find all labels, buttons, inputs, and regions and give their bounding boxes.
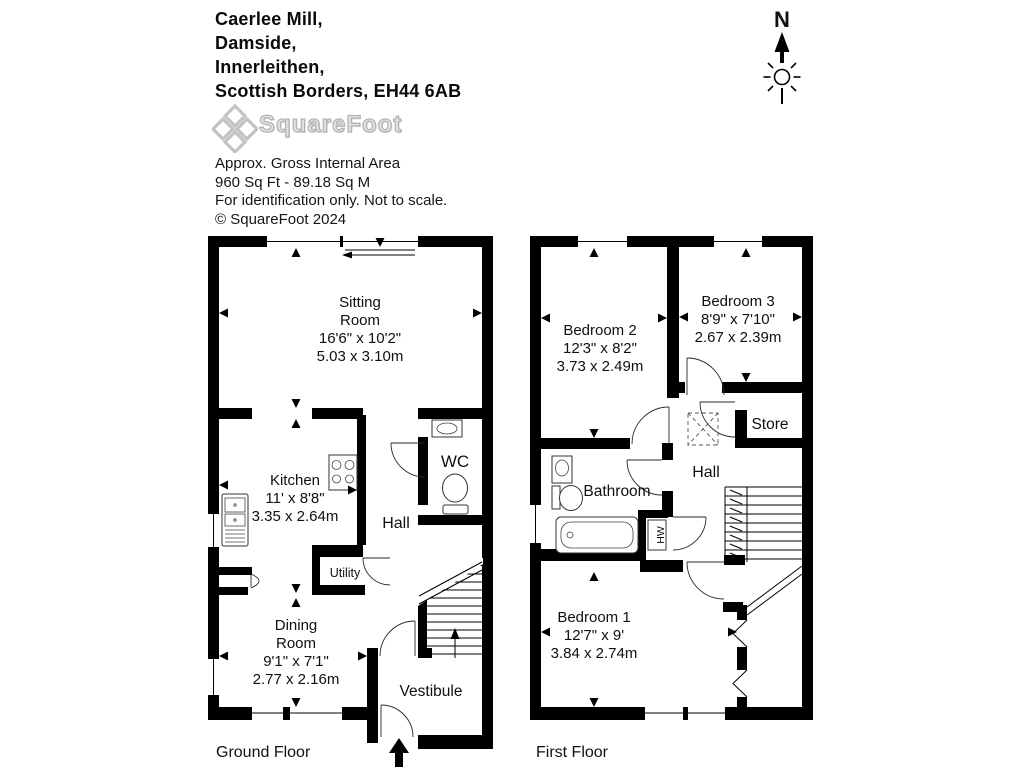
ff-stairs (724, 486, 803, 616)
wc-toilet (442, 473, 469, 515)
dining-vestibule-door (379, 620, 416, 657)
hw-cupboard-door (672, 516, 707, 551)
property-address: Caerlee Mill, Damside, Innerleithen, Sco… (215, 7, 461, 103)
ff-dimension-arrows (541, 248, 802, 707)
sitting-room-dims: 5.03 x 3.10m (317, 348, 404, 365)
hall-label: Hall (692, 464, 720, 481)
bedroom1-door (686, 561, 725, 600)
bathtub (555, 516, 639, 554)
utility-door (362, 557, 391, 586)
ff-windows (530, 236, 762, 720)
sitting-room-label: Sitting (339, 294, 381, 311)
kitchen-dims: 3.35 x 2.64m (252, 508, 339, 525)
wc-door (390, 442, 426, 478)
bedroom2-door (631, 406, 670, 445)
wc-label: WC (441, 452, 469, 471)
bedroom1-dims: 12'7" x 9' (564, 627, 624, 644)
first-floor-plan: Bedroom 2 12'3" x 8'2" 3.73 x 2.49m Bedr… (530, 236, 813, 720)
ground-floor-plan: Sitting Room 16'6" x 10'2" 5.03 x 3.10m … (208, 236, 493, 767)
store-door (699, 401, 736, 438)
vestibule-label: Vestibule (400, 683, 463, 700)
hw-label: HW (655, 526, 667, 544)
ff-room-labels: Bedroom 2 12'3" x 8'2" 3.73 x 2.49m Bedr… (551, 293, 789, 662)
bedroom2-dims: 3.73 x 2.49m (557, 358, 644, 375)
gf-room-labels: Sitting Room 16'6" x 10'2" 5.03 x 3.10m … (252, 294, 470, 700)
gf-patio-slider (342, 249, 415, 259)
info-line: © SquareFoot 2024 (215, 210, 347, 228)
gf-dimension-arrows (219, 238, 482, 707)
bedroom1-label: Bedroom 1 (557, 609, 630, 626)
address-line: Damside, (215, 33, 297, 53)
bedroom3-dims: 2.67 x 2.39m (695, 329, 782, 346)
bathroom-basin (551, 455, 573, 484)
north-arrow-icon: N (763, 7, 801, 104)
sitting-room-label: Room (340, 312, 380, 329)
ground-floor-label: Ground Floor (216, 744, 311, 761)
gf-stairs (418, 558, 483, 658)
sitting-room-dims: 16'6" x 10'2" (319, 330, 401, 347)
kitchen-sink (221, 493, 249, 547)
bedroom3-dims: 8'9" x 7'10" (701, 311, 775, 328)
bedroom2-label: Bedroom 2 (563, 322, 636, 339)
store-label: Store (751, 416, 788, 433)
bedroom1-dims: 3.84 x 2.74m (551, 645, 638, 662)
loft-hatch (687, 412, 719, 446)
first-floor-label: First Floor (536, 744, 608, 761)
hw-cupboard (647, 519, 667, 551)
dining-room-label: Dining (275, 617, 318, 634)
bedroom3-label: Bedroom 3 (701, 293, 774, 310)
north-label: N (774, 7, 790, 32)
ff-door-arcs (626, 357, 736, 600)
area-info: Approx. Gross Internal Area 960 Sq Ft - … (215, 155, 447, 229)
dining-room-dims: 2.77 x 2.16m (253, 671, 340, 688)
wc-basin (431, 419, 463, 438)
utility-label: Utility (330, 566, 361, 580)
squarefoot-logo: SquareFoot (212, 103, 402, 153)
kitchen-dims: 11' x 8'8" (265, 490, 324, 507)
bathroom-label: Bathroom (583, 483, 650, 500)
address-line: Innerleithen, (215, 57, 325, 77)
info-line: Approx. Gross Internal Area (215, 155, 401, 172)
dining-room-dims: 9'1" x 7'1" (263, 653, 329, 670)
squarefoot-diamond-icon (212, 103, 258, 153)
gf-door-arcs (250, 442, 426, 738)
logo-wordmark: SquareFoot (258, 110, 403, 138)
bathroom-door (626, 459, 663, 496)
kitchen-hob (328, 454, 358, 491)
info-line: For identification only. Not to scale. (215, 192, 448, 209)
bedroom2-dims: 12'3" x 8'2" (563, 340, 637, 357)
bathroom-toilet (551, 485, 583, 511)
kitchen-side-door (250, 573, 260, 589)
info-line: 960 Sq Ft - 89.18 Sq M (215, 173, 371, 191)
stairs-up-arrow (450, 628, 460, 658)
dining-room-label: Room (276, 635, 316, 652)
bedroom3-door (686, 357, 725, 396)
entry-door (380, 704, 414, 738)
hall-label: Hall (382, 515, 410, 532)
address-line: Caerlee Mill, (215, 9, 323, 29)
kitchen-label: Kitchen (270, 472, 320, 489)
entry-arrow (389, 738, 409, 767)
address-line: Scottish Borders, EH44 6AB (215, 81, 462, 101)
